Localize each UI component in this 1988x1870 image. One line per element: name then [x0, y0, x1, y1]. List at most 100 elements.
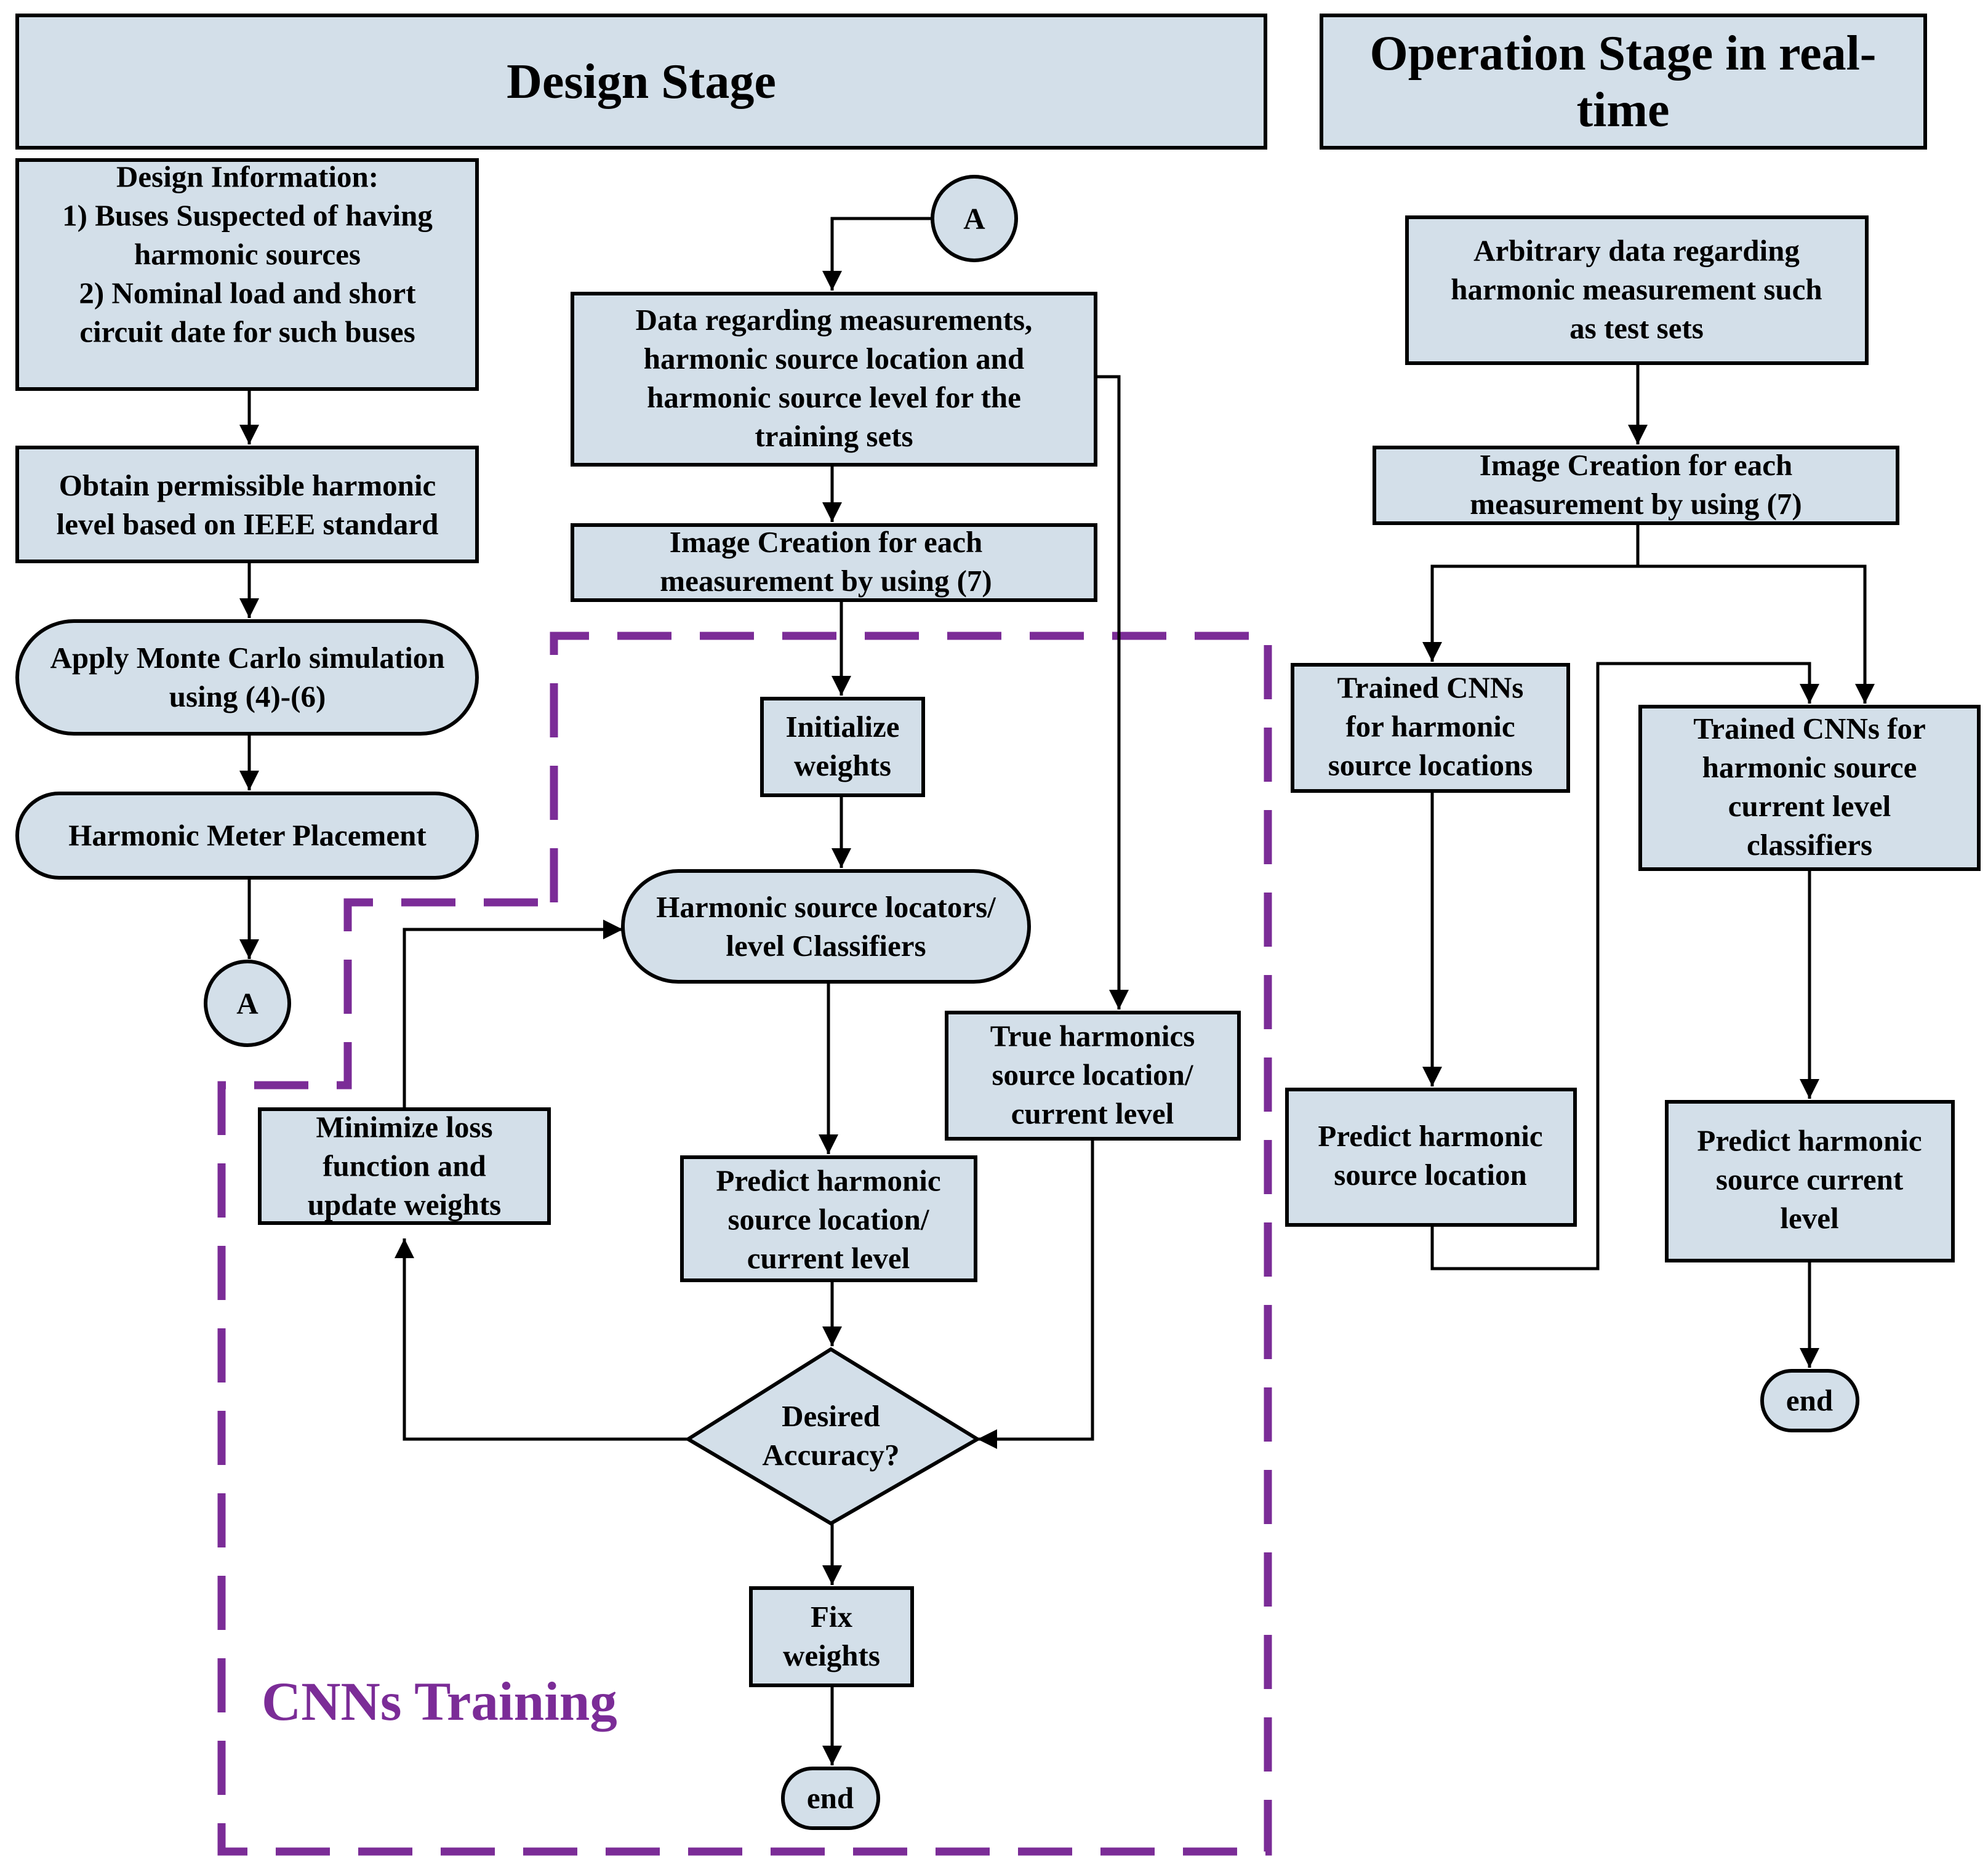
design-information-line-2: 1) Buses Suspected of having	[62, 199, 433, 233]
arrow-connector-to-training-data	[822, 217, 931, 291]
predict-line-1: Predict harmonic	[716, 1164, 940, 1198]
cnn-training-region	[217, 632, 1272, 1856]
trained-locations-box	[1291, 663, 1570, 793]
monte-carlo-line-2: using (4)-(6)	[169, 680, 326, 713]
trained-levels-line-3: current level	[1728, 789, 1891, 823]
connector-a-out	[204, 960, 291, 1047]
locators-node	[621, 869, 1031, 984]
predict-location-box	[1285, 1088, 1577, 1227]
initialize-weights-line-1: Initialize	[785, 710, 899, 744]
trained-levels-line-2: harmonic source	[1702, 750, 1917, 784]
design-stage-header	[15, 14, 1267, 150]
arrow-split-to-trained-levels	[1638, 564, 1875, 704]
training-end-label: end	[807, 1781, 854, 1815]
trained-locations-label: Trained CNNs for harmonic source locations	[1328, 671, 1533, 782]
op-image-creation-line-2: measurement by using (7)	[1470, 487, 1802, 521]
trained-levels-box	[1638, 705, 1981, 871]
predict-level-line-3: level	[1780, 1202, 1838, 1235]
arrow-predict-location-to-trained-levels	[1430, 662, 1819, 1270]
locators-line-1: Harmonic source locators/	[656, 890, 996, 924]
true-harmonics-line-1: True harmonics	[990, 1019, 1195, 1053]
operation-stage-title: Operation Stage in real-time	[1370, 26, 1877, 137]
fix-weights-line-1: Fix	[811, 1600, 853, 1634]
cnns-training-label: CNNs Training	[262, 1672, 617, 1732]
fix-weights-line-2: weights	[783, 1639, 880, 1672]
predict-label: Predict harmonic source location/current …	[716, 1164, 940, 1275]
image-creation-label: Image Creation for each measurement by us…	[660, 525, 992, 598]
trained-locations-line-3: source locations	[1328, 748, 1533, 782]
arbitrary-data-line-3: as test sets	[1569, 311, 1704, 345]
fix-weights-box	[749, 1586, 914, 1687]
image-creation-line-2: measurement by using (7)	[660, 564, 992, 598]
arbitrary-data-line-2: harmonic measurement such	[1451, 273, 1822, 307]
predict-location-line-1: Predict harmonic	[1318, 1119, 1542, 1153]
training-data-line-1: Data regarding measurements,	[636, 303, 1033, 337]
design-information-line-5: circuit date for such buses	[79, 315, 415, 349]
true-harmonics-line-2: source location/	[992, 1058, 1193, 1092]
training-data-line-2: harmonic source location and	[644, 342, 1024, 375]
design-information-line-3: harmonic sources	[134, 238, 361, 271]
operation-stage-title-line-2: time	[1576, 83, 1669, 137]
accuracy-decision	[684, 1347, 981, 1526]
locators-line-2: level Classifiers	[726, 929, 926, 963]
image-creation-line-1: Image Creation for each	[670, 525, 983, 559]
arrow-minimize-to-locators	[403, 920, 623, 1109]
design-stage-title: Design Stage	[507, 55, 776, 109]
operation-stage-title-line-1: Operation Stage in real-	[1370, 26, 1877, 81]
training-data-box	[571, 292, 1097, 467]
permissible-level-box	[15, 446, 479, 563]
arrow-true-to-decision	[977, 1139, 1094, 1449]
design-information-line-1: Design Information:	[116, 160, 379, 194]
monte-carlo-node	[15, 619, 479, 736]
meter-placement-line-1: Harmonic Meter Placement	[68, 819, 427, 853]
predict-line-3: current level	[747, 1242, 910, 1275]
minimize-loss-line-1: Minimize loss	[316, 1110, 492, 1144]
accuracy-decision-line-2: Accuracy?	[762, 1438, 899, 1472]
arrow-split-to-trained-locations	[1422, 564, 1638, 662]
trained-locations-line-2: for harmonic	[1345, 710, 1515, 744]
design-information-line-4: 2) Nominal load and short	[79, 276, 416, 310]
predict-line-2: source location/	[727, 1203, 929, 1237]
true-harmonics-label: True harmonics source location/current le…	[990, 1019, 1195, 1131]
training-end-node	[781, 1767, 880, 1830]
monte-carlo-line-1: Apply Monte Carlo simulation	[50, 641, 444, 675]
connectors	[239, 217, 1875, 1765]
training-data-label: Data regarding measurements, harmonic sou…	[636, 303, 1033, 453]
predict-location-line-2: source location	[1334, 1158, 1526, 1192]
op-image-creation-line-1: Image Creation for each	[1480, 448, 1793, 482]
arbitrary-data-line-1: Arbitrary data regarding	[1473, 234, 1800, 268]
minimize-loss-label: Minimize loss function and update weights	[308, 1110, 501, 1222]
arrow-decision-to-minimize	[395, 1238, 688, 1441]
monte-carlo-label: Apply Monte Carlo simulation using (4)-(6…	[50, 641, 444, 713]
training-data-line-4: training sets	[755, 419, 913, 453]
predict-level-line-2: source current	[1716, 1163, 1904, 1197]
trained-levels-line-4: classifiers	[1747, 828, 1872, 862]
connector-a-in	[931, 175, 1018, 262]
predict-box	[680, 1155, 977, 1282]
connector-a-in-label: A	[963, 202, 985, 236]
connector-a-out-label: A	[236, 987, 259, 1021]
initialize-weights-box	[760, 697, 925, 797]
predict-level-line-1: Predict harmonic	[1697, 1124, 1922, 1158]
fix-weights-label: Fix weights	[783, 1600, 880, 1672]
locators-label: Harmonic source locators/level Classifie…	[656, 890, 996, 963]
image-creation-box	[571, 523, 1097, 602]
accuracy-decision-line-1: Desired	[782, 1399, 880, 1433]
predict-level-label: Predict harmonic source current level	[1697, 1124, 1922, 1235]
permissible-level-line-2: level based on IEEE standard	[57, 507, 439, 541]
meter-placement-node	[15, 792, 479, 880]
arrow-training-data-to-true	[1096, 375, 1129, 1009]
true-harmonics-box	[945, 1011, 1241, 1141]
true-harmonics-line-3: current level	[1011, 1097, 1174, 1131]
minimize-loss-box	[258, 1107, 551, 1225]
trained-locations-line-1: Trained CNNs	[1337, 671, 1524, 705]
op-image-creation-label: Image Creation for each measurement by us…	[1470, 448, 1802, 521]
minimize-loss-line-3: update weights	[308, 1188, 501, 1222]
permissible-level-line-1: Obtain permissible harmonic	[59, 468, 436, 502]
minimize-loss-line-2: function and	[323, 1149, 486, 1183]
operation-stage-header	[1320, 14, 1927, 150]
arbitrary-data-box	[1405, 215, 1869, 365]
